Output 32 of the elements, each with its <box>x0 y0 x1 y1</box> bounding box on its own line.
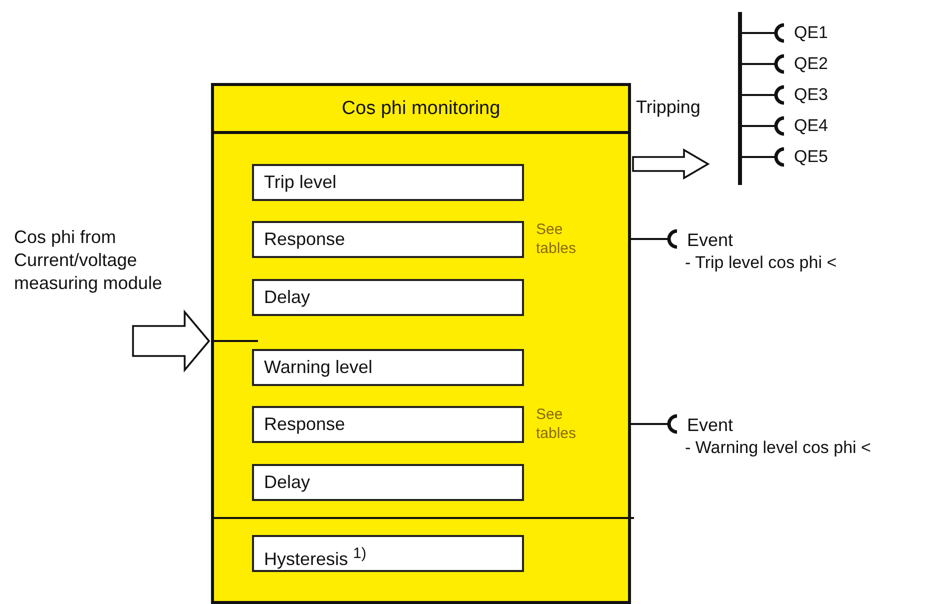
socket-connector <box>742 23 786 43</box>
output-label: QE5 <box>776 146 836 168</box>
socket-connector <box>742 54 786 74</box>
parameter-box: Response <box>252 406 524 443</box>
socket-connector <box>742 85 786 105</box>
output-label: QE4 <box>776 115 836 137</box>
socket-connector <box>631 414 679 434</box>
event-description: - Warning level cos phi < <box>685 437 872 459</box>
bus-bar <box>738 12 742 185</box>
parameter-box: Hysteresis $^{1)}$ <box>252 535 524 572</box>
function-block <box>211 83 631 604</box>
event-label: Event <box>687 229 734 252</box>
socket-connector <box>631 229 679 249</box>
note-text: See tables <box>536 220 578 258</box>
output-label: QE3 <box>776 84 836 106</box>
socket-connector <box>742 147 786 167</box>
block-arrow <box>632 148 710 180</box>
event-description: - Trip level cos phi < <box>685 252 838 274</box>
output-label: QE1 <box>776 22 836 44</box>
socket-connector <box>742 116 786 136</box>
edge-label: Tripping <box>636 96 700 118</box>
parameter-box: Delay <box>252 464 524 501</box>
parameter-box: Response <box>252 221 524 258</box>
output-label: QE2 <box>776 53 836 75</box>
note-text: See tables <box>536 405 578 443</box>
parameter-box: Warning level <box>252 349 524 386</box>
block-arrow <box>132 310 210 372</box>
block-title: Cos phi monitoring <box>214 86 628 134</box>
parameter-box: Delay <box>252 279 524 316</box>
input-label: Cos phi from Current/voltage measuring module <box>14 226 204 306</box>
event-label: Event <box>687 414 734 437</box>
parameter-box: Trip level <box>252 164 524 201</box>
